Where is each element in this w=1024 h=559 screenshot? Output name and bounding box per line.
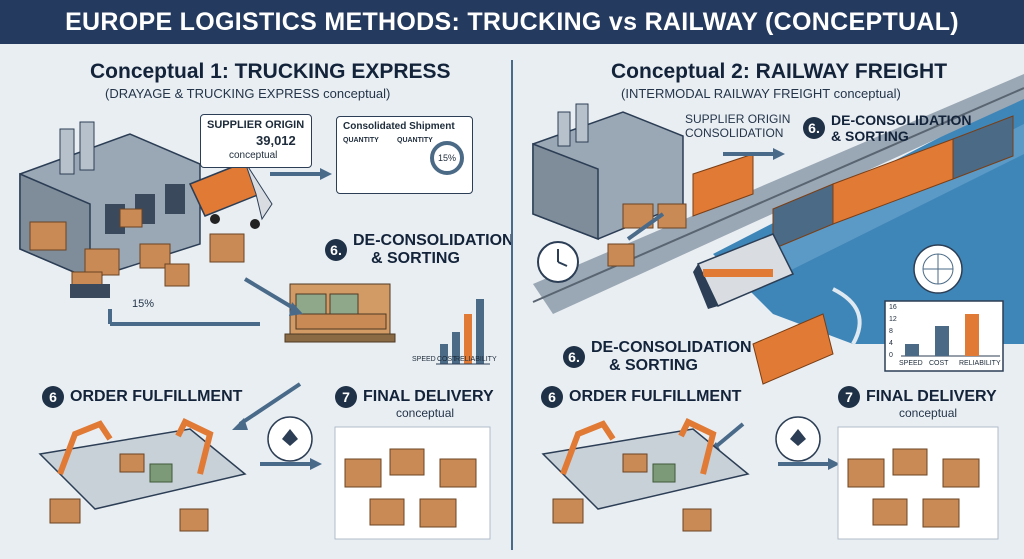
trucking-subheading: (DRAYAGE & TRUCKING EXPRESS conceptual): [105, 86, 391, 101]
flow-arrows: [626, 152, 862, 466]
railway-illustration: [532, 74, 1024, 540]
step-deconsolidation-mid: 6. DE-CONSOLIDATION & SORTING: [563, 339, 752, 375]
delivery-boxes: [847, 448, 980, 528]
container-icons: [692, 115, 1014, 250]
truck-icon: [188, 161, 273, 229]
railway-panel: Conceptual 2: RAILWAY FREIGHT (INTERMODA…: [513, 44, 1024, 559]
final-delivery-caption: conceptual: [396, 406, 455, 420]
consolidated-title: Consolidated Shipment: [343, 121, 455, 132]
chart-bar-speed: [905, 344, 919, 356]
step-order-fulfillment: 6 ORDER FULFILLMENT: [541, 386, 741, 408]
step-label-line2: & SORTING: [831, 128, 909, 144]
step-deconsolidation-top: 6. DE-CONSOLIDATION & SORTING: [803, 112, 972, 144]
step-final-delivery: 7 FINAL DELIVERY: [838, 386, 997, 408]
chart-ytick: 0: [889, 352, 893, 359]
railway-subheading: (INTERMODAL RAILWAY FREIGHT conceptual): [621, 86, 901, 101]
cart-icon: [70, 284, 110, 298]
chart-bar-cost: [935, 326, 949, 356]
right-bar-chart: [901, 314, 1000, 357]
trucking-panel: Conceptual 1: TRUCKING EXPRESS (DRAYAGE …: [0, 44, 511, 559]
step-label: FINAL DELIVERY: [866, 388, 997, 405]
step-label: ORDER FULFILLMENT: [70, 388, 243, 405]
railway-heading: Conceptual 2: RAILWAY FREIGHT: [611, 60, 948, 83]
consolidated-shipment-card: Consolidated Shipment QUANTITY QUANTITY …: [336, 116, 473, 194]
container-barge-icon: [752, 313, 834, 385]
panel-divider: [511, 60, 513, 550]
robot-arm-fulfillment: [38, 418, 247, 532]
supplier-origin-caption: conceptual: [229, 150, 278, 161]
chart-bar-reliability: [965, 314, 979, 356]
step-label-line1: DE-CONSOLIDATION: [591, 339, 752, 356]
final-delivery-caption: conceptual: [899, 406, 958, 420]
step-final-delivery: 7 FINAL DELIVERY: [335, 386, 494, 408]
chart-ytick: 4: [889, 340, 893, 347]
step-label-line2: & SORTING: [371, 250, 460, 267]
step-label-line1: DE-CONSOLIDATION: [831, 112, 972, 128]
chart-label-speed: SPEED: [899, 360, 923, 367]
consolidated-col1: QUANTITY: [343, 137, 379, 144]
step-number: 7: [838, 386, 860, 408]
page-title: EUROPE LOGISTICS METHODS: TRUCKING vs RA…: [0, 0, 1024, 44]
chart-ytick: 12: [889, 316, 897, 323]
chart-label-reliability: RELIABILITY: [455, 356, 497, 363]
chart-label-cost: COST: [929, 360, 949, 367]
chart-label-cost: COST: [437, 356, 457, 363]
boxes-icon: [29, 208, 245, 297]
pallet-stack-icon: [284, 283, 396, 343]
robot-arm-fulfillment: [541, 418, 750, 532]
arrow-heads: [232, 168, 332, 470]
step-number: 7: [335, 386, 357, 408]
step-label: ORDER FULFILLMENT: [569, 388, 742, 405]
locomotive-icon: [693, 233, 795, 309]
trucking-illustration: [19, 121, 491, 540]
boxes-icon: [607, 203, 687, 267]
step-number: 6: [541, 386, 563, 408]
network-globe-icon: [913, 244, 963, 294]
percent-label: 15%: [132, 298, 155, 310]
consolidation-label: CONSOLIDATION: [685, 126, 784, 140]
step-deconsolidation: 6. DE-CONSOLIDATION & SORTING: [325, 232, 511, 268]
chart-ytick: 16: [889, 304, 897, 311]
step-label-line1: DE-CONSOLIDATION: [353, 232, 511, 249]
step-number: 6.: [325, 239, 347, 261]
step-number: 6.: [563, 346, 585, 368]
step-number: 6.: [803, 117, 825, 139]
delivery-boxes: [344, 448, 477, 528]
supplier-origin-value: 39,012: [256, 133, 296, 148]
step-label-line2: & SORTING: [609, 357, 698, 374]
step-number: 6: [42, 386, 64, 408]
chart-label-speed: SPEED: [412, 356, 436, 363]
step-order-fulfillment: 6 ORDER FULFILLMENT: [42, 386, 242, 408]
supplier-origin-card: SUPPLIER ORIGIN 39,012 conceptual: [200, 114, 312, 168]
supplier-origin-label: SUPPLIER ORIGIN: [685, 112, 791, 126]
chart-label-reliability: RELIABILITY: [959, 360, 1001, 367]
supplier-origin-title: SUPPLIER ORIGIN: [207, 119, 305, 131]
consolidated-col2: QUANTITY: [397, 137, 433, 144]
trucking-heading: Conceptual 1: TRUCKING EXPRESS: [90, 60, 451, 83]
flow-arrows: [108, 172, 320, 466]
chart-ytick: 8: [889, 328, 893, 335]
step-label: FINAL DELIVERY: [363, 388, 494, 405]
clock-icon: [537, 241, 579, 283]
left-bar-chart: [436, 299, 490, 365]
consolidated-gauge: 15%: [430, 141, 464, 175]
